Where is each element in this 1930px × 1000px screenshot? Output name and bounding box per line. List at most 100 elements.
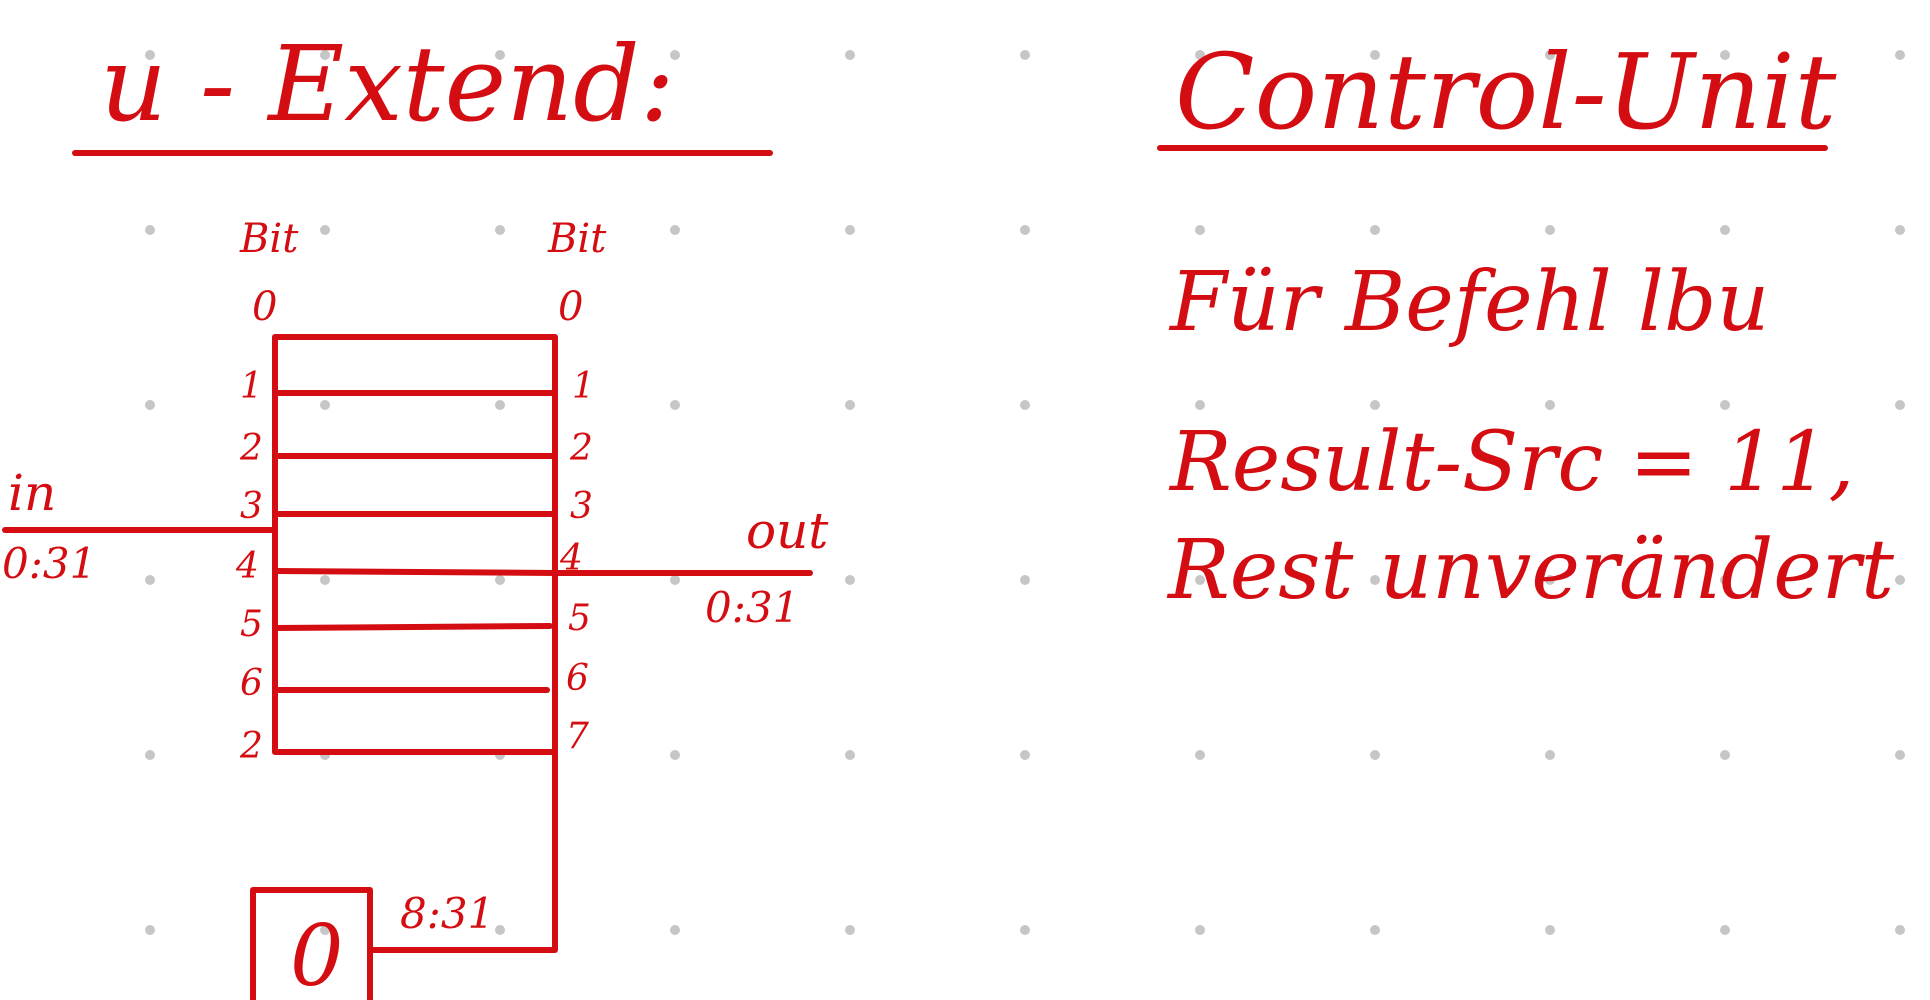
out-bit-header: Bit bbox=[547, 216, 607, 262]
grid-dot bbox=[495, 925, 505, 935]
grid-dot bbox=[1545, 925, 1555, 935]
out-label-2: 2 bbox=[569, 428, 593, 469]
grid-dot bbox=[1895, 925, 1905, 935]
out-label-0: 0 bbox=[558, 284, 583, 330]
grid-dot bbox=[845, 575, 855, 585]
grid-dot bbox=[1370, 400, 1380, 410]
bit-row-line bbox=[272, 623, 553, 631]
grid-dot bbox=[1720, 225, 1730, 235]
grid-dot bbox=[670, 575, 680, 585]
grid-dot bbox=[320, 50, 330, 60]
in-label-1: 1 bbox=[240, 366, 263, 407]
grid-dot bbox=[670, 925, 680, 935]
grid-dot bbox=[495, 575, 505, 585]
grid-dot bbox=[145, 225, 155, 235]
u-extend-title: u - Extend: bbox=[100, 23, 675, 145]
in-label-6: 6 bbox=[240, 663, 263, 704]
grid-dot bbox=[1895, 225, 1905, 235]
grid-dot bbox=[1545, 400, 1555, 410]
grid-dot bbox=[1370, 925, 1380, 935]
grid-dot bbox=[1370, 575, 1380, 585]
grid-dot bbox=[1370, 225, 1380, 235]
grid-dot bbox=[1720, 575, 1730, 585]
output-range: 0:31 bbox=[705, 583, 799, 632]
dot-grid bbox=[145, 50, 1905, 935]
in-label-2: 2 bbox=[239, 428, 263, 469]
zero-constant-box bbox=[250, 887, 373, 1000]
grid-dot bbox=[1545, 50, 1555, 60]
grid-dot bbox=[495, 50, 505, 60]
in-bit-header: Bit bbox=[239, 216, 299, 262]
grid-dot bbox=[1020, 750, 1030, 760]
extender-box bbox=[272, 334, 558, 755]
out-label-4: 4 bbox=[559, 538, 583, 579]
grid-dot bbox=[1020, 225, 1030, 235]
grid-dot bbox=[1895, 750, 1905, 760]
control-unit-title: Control-Unit bbox=[1175, 31, 1837, 153]
grid-dot bbox=[1895, 575, 1905, 585]
out-label-5: 5 bbox=[568, 598, 591, 639]
in-label-5: 5 bbox=[240, 604, 263, 645]
grid-dot bbox=[320, 925, 330, 935]
grid-dot bbox=[845, 225, 855, 235]
grid-dot bbox=[145, 750, 155, 760]
grid-dot bbox=[1720, 400, 1730, 410]
grid-dot bbox=[845, 400, 855, 410]
u-extend-section: u - Extend: Bit Bit 0 1 2 3 4 5 6 2 0 1 … bbox=[2, 23, 829, 1000]
grid-dot bbox=[845, 750, 855, 760]
grid-dot bbox=[1020, 400, 1030, 410]
grid-dot bbox=[320, 400, 330, 410]
grid-dot bbox=[1545, 225, 1555, 235]
grid-dot bbox=[670, 750, 680, 760]
out-label-6: 6 bbox=[566, 658, 589, 699]
in-label-3: 3 bbox=[240, 486, 263, 527]
control-unit-note-line-1: Für Befehl lbu bbox=[1168, 255, 1769, 350]
grid-dot bbox=[1370, 50, 1380, 60]
grid-dot bbox=[1195, 50, 1205, 60]
grid-dot bbox=[1020, 575, 1030, 585]
grid-dot bbox=[145, 400, 155, 410]
control-unit-note-line-3: Rest unverändert bbox=[1166, 523, 1895, 618]
grid-dot bbox=[1720, 925, 1730, 935]
grid-dot bbox=[1895, 400, 1905, 410]
control-unit-section: Control-Unit Für Befehl lbu Result-Src =… bbox=[1157, 31, 1895, 618]
zero-constant-value: 0 bbox=[290, 907, 343, 1000]
grid-dot bbox=[1195, 400, 1205, 410]
grid-dot bbox=[320, 225, 330, 235]
grid-dot bbox=[495, 225, 505, 235]
grid-dot bbox=[1895, 50, 1905, 60]
zero-constant-range: 8:31 bbox=[400, 889, 494, 938]
grid-dot bbox=[1720, 750, 1730, 760]
control-unit-note-line-2: Result-Src = 11, bbox=[1168, 415, 1855, 510]
grid-dot bbox=[670, 400, 680, 410]
grid-dot bbox=[1370, 750, 1380, 760]
input-label: in bbox=[8, 464, 56, 522]
zero-fill-wire bbox=[367, 749, 558, 953]
out-label-1: 1 bbox=[572, 366, 595, 407]
grid-dot bbox=[1545, 575, 1555, 585]
in-label-0: 0 bbox=[252, 284, 277, 330]
grid-dot bbox=[845, 925, 855, 935]
grid-dot bbox=[145, 50, 155, 60]
out-label-7: 7 bbox=[566, 716, 589, 757]
grid-dot bbox=[1020, 50, 1030, 60]
grid-dot bbox=[145, 925, 155, 935]
grid-dot bbox=[1545, 750, 1555, 760]
bit-row-line bbox=[272, 568, 558, 576]
out-label-3: 3 bbox=[570, 486, 593, 527]
grid-dot bbox=[145, 575, 155, 585]
grid-dot bbox=[1195, 925, 1205, 935]
grid-dot bbox=[845, 50, 855, 60]
grid-dot bbox=[1720, 50, 1730, 60]
grid-dot bbox=[670, 225, 680, 235]
grid-dot bbox=[1195, 575, 1205, 585]
grid-dot bbox=[495, 400, 505, 410]
grid-dot bbox=[1020, 925, 1030, 935]
grid-dot bbox=[1195, 750, 1205, 760]
in-label-4: 4 bbox=[235, 546, 259, 587]
grid-dot bbox=[320, 575, 330, 585]
output-label: out bbox=[746, 502, 829, 560]
grid-dot bbox=[670, 50, 680, 60]
input-range: 0:31 bbox=[2, 539, 96, 588]
